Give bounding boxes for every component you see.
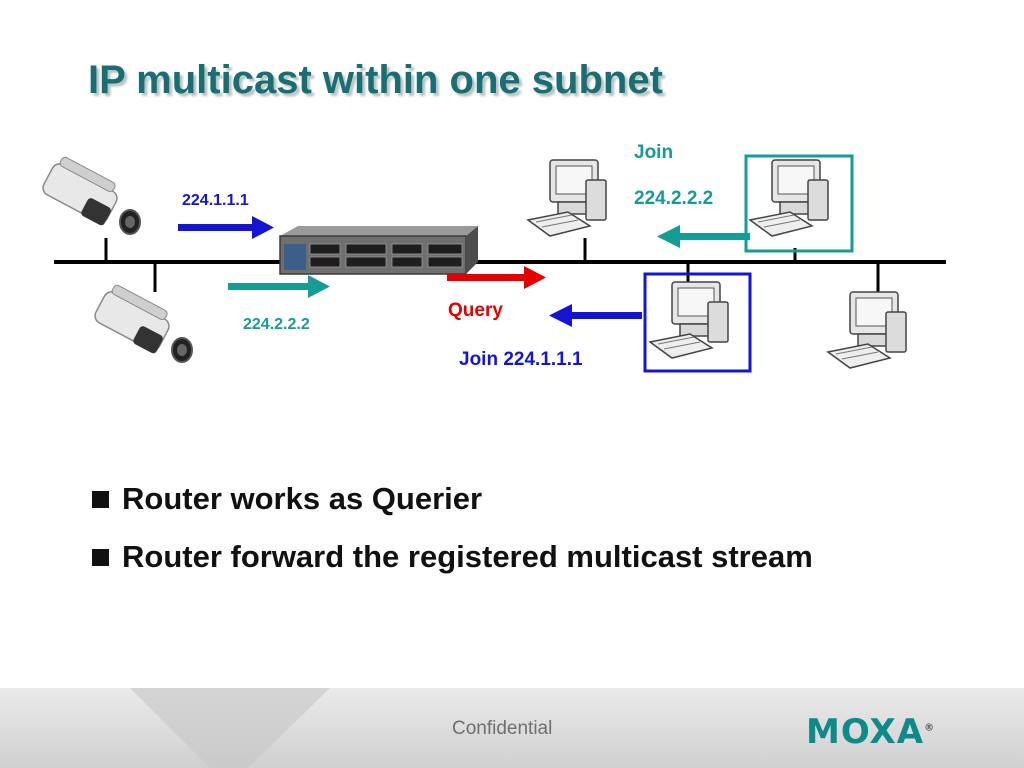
bullet-square-icon — [92, 548, 109, 566]
label-stream-224-1-1-1: 224.1.1.1 — [182, 192, 249, 209]
label-stream-224-2-2-2: 224.2.2.2 — [243, 316, 310, 333]
moxa-logo: MOXA® — [806, 712, 936, 752]
label-query: Query — [448, 300, 503, 321]
label-join-line2: 224.2.2.2 — [634, 188, 714, 209]
group-224-2-2-2-highlight-box — [744, 154, 854, 253]
bullet-item: Router works as Querier — [92, 470, 813, 528]
slide-title: IP multicast within one subnet — [88, 58, 663, 102]
pc-icon-bottom-right — [827, 291, 907, 369]
arrow-stream-224-2-2-2 — [228, 275, 330, 298]
footer-band — [0, 688, 1024, 768]
pc-icon-top-left — [527, 159, 607, 237]
bullet-list: Router works as Querier Router forward t… — [92, 470, 813, 586]
confidential-label: Confidential — [452, 718, 553, 739]
arrow-query — [447, 266, 546, 289]
ip-camera-icon-top — [39, 154, 141, 235]
arrow-stream-224-1-1-1 — [178, 216, 274, 239]
ethernet-switch-icon — [279, 226, 478, 275]
arrow-join-224-2-2-2 — [657, 225, 750, 248]
ip-camera-icon-bottom — [91, 282, 193, 363]
group-224-1-1-1-highlight-box — [643, 272, 752, 373]
multicast-diagram — [39, 154, 946, 373]
footer-notch-decoration — [130, 688, 330, 768]
pc-icon-bottom-middle — [649, 281, 729, 359]
arrow-join-224-1-1-1 — [549, 304, 642, 327]
pc-icon-top-right — [749, 159, 829, 237]
label-join-224-1-1-1: Join 224.1.1.1 — [459, 349, 583, 370]
label-join-line1: Join — [634, 142, 674, 163]
bullet-square-icon — [92, 490, 109, 508]
bullet-item: Router forward the registered multicast … — [92, 528, 813, 586]
